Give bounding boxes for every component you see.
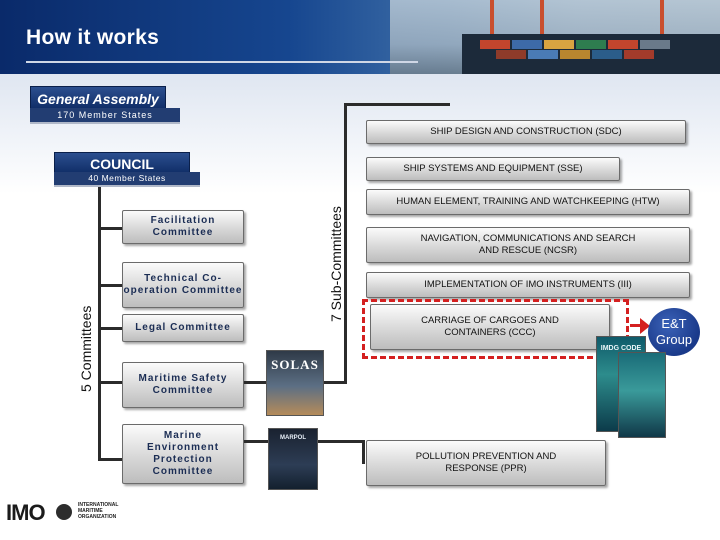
et-group-badge: E&T Group — [648, 308, 700, 356]
imo-emblem-icon — [56, 504, 72, 520]
ccc-highlight — [362, 299, 629, 359]
sub-committee-box: IMPLEMENTATION OF IMO INSTRUMENTS (III) — [366, 272, 690, 298]
container — [480, 40, 510, 49]
connector — [98, 381, 122, 384]
container — [608, 40, 638, 49]
container — [592, 50, 622, 59]
imo-mark: IMO — [6, 500, 46, 525]
marpol-book-cover: MARPOL — [268, 428, 318, 490]
arrow-shaft — [630, 324, 642, 327]
arrow-icon — [640, 318, 650, 334]
container — [640, 40, 670, 49]
council-members: 40 Member States — [54, 172, 200, 187]
committee-box: Maritime Safety Committee — [122, 362, 244, 408]
marpol-title: MARPOL — [280, 435, 306, 441]
sub-committee-box: CARRIAGE OF CARGOES AND CONTAINERS (CCC) — [370, 304, 610, 350]
connector — [98, 284, 122, 287]
general-assembly-members: 170 Member States — [30, 108, 180, 124]
imdg-book-cover-2 — [618, 352, 666, 438]
solas-title: SOLAS — [271, 357, 319, 372]
header-banner: How it works — [0, 0, 720, 74]
container — [560, 50, 590, 59]
sub-committee-box: NAVIGATION, COMMUNICATIONS AND SEARCH AN… — [366, 227, 690, 263]
container — [512, 40, 542, 49]
sub-committee-box: HUMAN ELEMENT, TRAINING AND WATCHKEEPING… — [366, 189, 690, 215]
committees-axis-label: 5 Committees — [78, 305, 94, 392]
committee-box: Legal Committee — [122, 314, 244, 342]
ppr-connector — [362, 440, 365, 464]
imdg-title: IMDG CODE — [600, 345, 642, 352]
imo-logo-text: INTERNATIONAL MARITIME ORGANIZATION — [78, 502, 119, 520]
council-title: COUNCIL — [90, 156, 154, 172]
general-assembly-title: General Assembly — [37, 91, 159, 107]
committees-connector — [98, 187, 101, 461]
crane — [540, 0, 544, 36]
page-title: How it works — [26, 26, 160, 49]
container — [496, 50, 526, 59]
connector — [98, 458, 122, 461]
sub-committee-box: SHIP SYSTEMS AND EQUIPMENT (SSE) — [366, 157, 620, 181]
title-underline — [26, 61, 418, 63]
connector — [98, 327, 122, 330]
container — [624, 50, 654, 59]
committee-box: Facilitation Committee — [122, 210, 244, 244]
sub-committees-connector — [344, 103, 347, 384]
sub-committee-box: SHIP DESIGN AND CONSTRUCTION (SDC) — [366, 120, 686, 144]
solas-book-cover: SOLAS — [266, 350, 324, 416]
sub-committee-box: POLLUTION PREVENTION AND RESPONSE (PPR) — [366, 440, 606, 486]
connector — [98, 227, 122, 230]
committee-box: Marine Environment Protection Committee — [122, 424, 244, 484]
crane — [660, 0, 664, 40]
sub-committees-axis-label: 7 Sub-Committees — [328, 206, 344, 322]
container — [576, 40, 606, 49]
imo-logo: IMO INTERNATIONAL MARITIME ORGANIZATION — [6, 498, 136, 528]
connector — [344, 103, 450, 106]
container — [528, 50, 558, 59]
committee-box: Technical Co-operation Committee — [122, 262, 244, 308]
crane — [490, 0, 494, 40]
container — [544, 40, 574, 49]
